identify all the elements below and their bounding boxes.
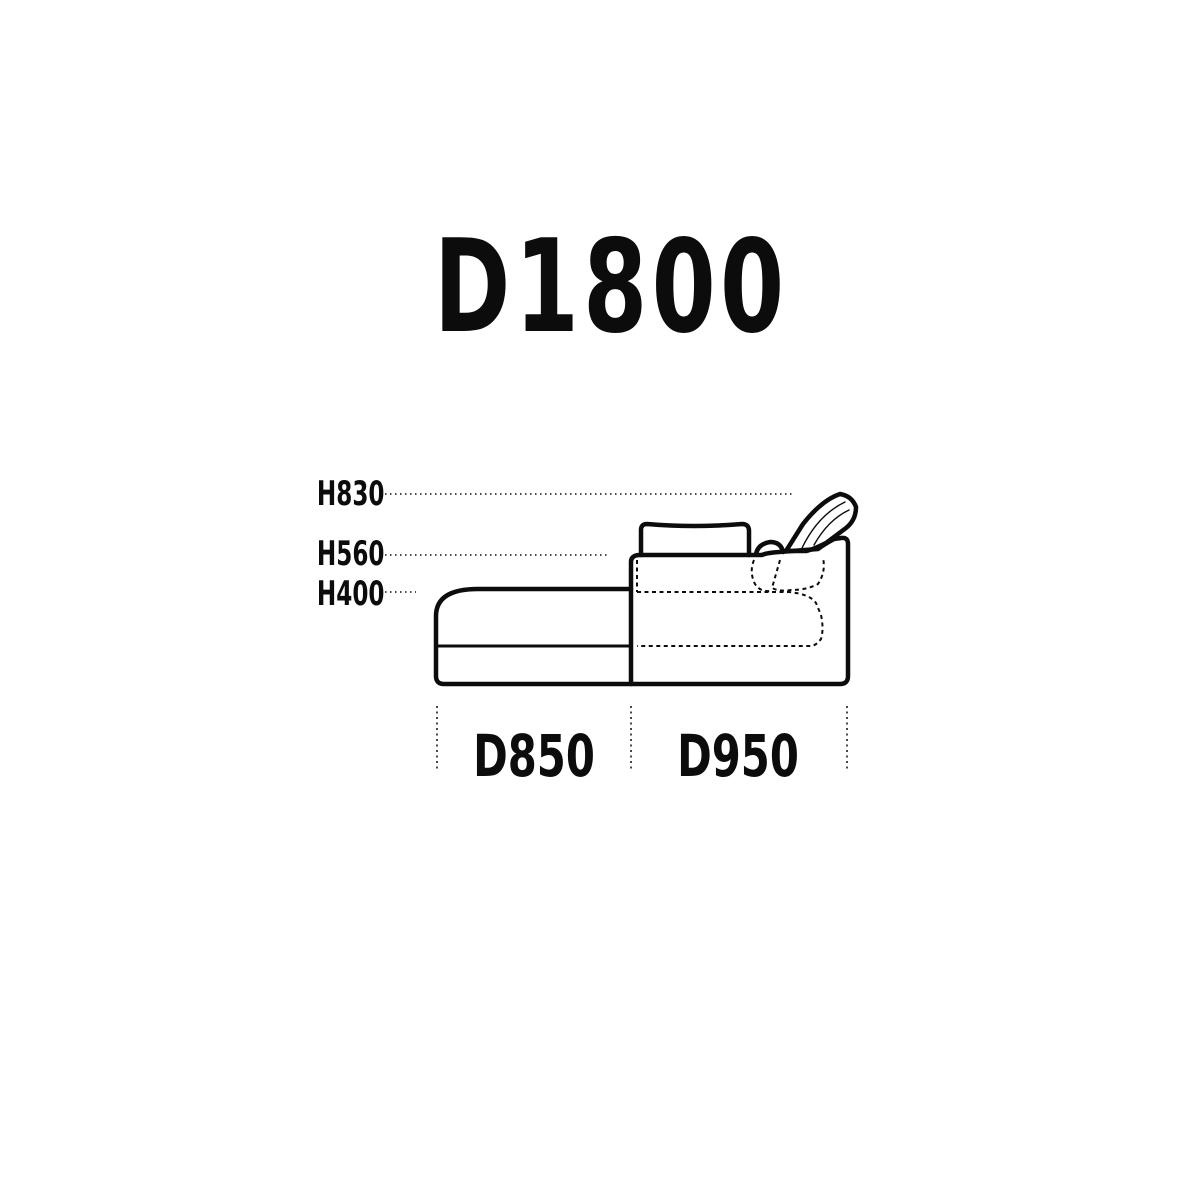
back-rest-dotted-right <box>770 557 825 592</box>
headrest-detail-1 <box>801 501 846 549</box>
height-label-h560: H560 <box>316 534 385 574</box>
inner-cushion-dotted-lines <box>636 557 825 647</box>
height-label-h830: H830 <box>316 474 385 514</box>
small-pillow-outline <box>753 539 786 557</box>
headrest-outline <box>783 491 859 554</box>
depth-label-d950: D950 <box>677 722 799 790</box>
headrest-detail-2 <box>813 509 850 546</box>
seat-cushion-dotted-top <box>637 591 824 647</box>
back-cushion-outline <box>638 521 752 558</box>
main-module-outline <box>628 535 851 687</box>
height-label-h400: H400 <box>316 574 385 614</box>
depth-label-d850: D850 <box>473 722 595 790</box>
overall-depth-title: D1800 <box>433 213 789 362</box>
height-guide-lines <box>385 493 793 593</box>
ottoman-module-outline <box>433 586 634 687</box>
back-rest-dotted-left <box>750 559 771 593</box>
